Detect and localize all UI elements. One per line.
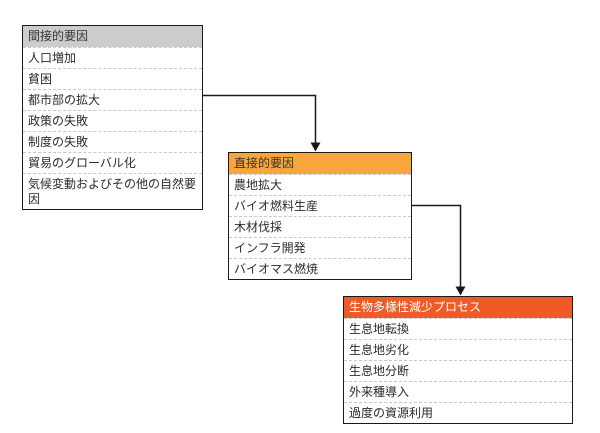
- arrowhead-down-icon: [310, 142, 321, 152]
- box-item: 人口増加: [23, 47, 202, 68]
- box-item: 制度の失敗: [23, 131, 202, 152]
- box-item: 貧困: [23, 68, 202, 89]
- box-header-biodiversity-process: 生物多様性減少プロセス: [344, 297, 572, 318]
- factor-box-indirect: 間接的要因 人口増加 貧困 都市部の拡大 政策の失敗 制度の失敗 貿易のグローバ…: [22, 25, 203, 210]
- box-item: 生息地劣化: [344, 339, 572, 360]
- box-item: 木材伐採: [229, 216, 411, 237]
- box-item: バイオマス燃焼: [229, 258, 411, 279]
- box-header-direct: 直接的要因: [229, 153, 411, 174]
- box-item: 生息地分断: [344, 360, 572, 381]
- box-item-list-indirect: 人口増加 貧困 都市部の拡大 政策の失敗 制度の失敗 貿易のグローバル化 気候変…: [23, 47, 202, 209]
- arrow-line: [412, 204, 462, 288]
- arrowhead-down-icon: [455, 286, 466, 296]
- box-item: 都市部の拡大: [23, 89, 202, 110]
- factor-box-biodiversity-process: 生物多様性減少プロセス 生息地転換 生息地劣化 生息地分断 外来種導入 過度の資…: [343, 296, 573, 424]
- box-item: 過度の資源利用: [344, 402, 572, 423]
- arrow-indirect-to-direct: [203, 94, 321, 152]
- box-item-list-direct: 農地拡大 バイオ燃料生産 木材伐採 インフラ開発 バイオマス燃焼: [229, 174, 411, 279]
- box-item: バイオ燃料生産: [229, 195, 411, 216]
- arrow-line: [203, 94, 317, 144]
- box-item: 外来種導入: [344, 381, 572, 402]
- box-item: 生息地転換: [344, 318, 572, 339]
- box-item: 農地拡大: [229, 174, 411, 195]
- box-header-indirect: 間接的要因: [23, 26, 202, 47]
- box-item: 政策の失敗: [23, 110, 202, 131]
- box-item: インフラ開発: [229, 237, 411, 258]
- arrow-direct-to-process: [412, 204, 466, 296]
- box-item: 気候変動およびその他の自然要因: [23, 173, 202, 209]
- box-item-list-biodiversity-process: 生息地転換 生息地劣化 生息地分断 外来種導入 過度の資源利用: [344, 318, 572, 423]
- factor-box-direct: 直接的要因 農地拡大 バイオ燃料生産 木材伐採 インフラ開発 バイオマス燃焼: [228, 152, 412, 280]
- box-item: 貿易のグローバル化: [23, 152, 202, 173]
